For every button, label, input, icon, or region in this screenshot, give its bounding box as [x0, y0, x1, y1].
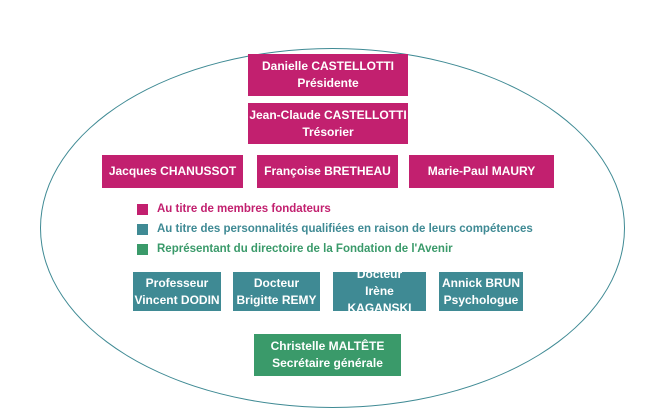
expert-line1: Docteur [356, 267, 403, 281]
president-role: Présidente [297, 76, 359, 90]
member-name: Jacques CHANUSSOT [108, 164, 237, 178]
president-name: Danielle CASTELLOTTI [261, 59, 394, 73]
treasurer-name: Jean-Claude CASTELLOTTI [249, 107, 407, 122]
expert-line2: Irène KAGANSKI [347, 284, 412, 315]
treasurer-role: Trésorier [302, 124, 354, 139]
secretary-role: Secrétaire générale [272, 356, 383, 370]
expert-line2: Vincent DODIN [134, 292, 220, 307]
expert-box-1: Professeur Vincent DODIN [133, 272, 221, 311]
legend-label: Au titre des personnalités qualifiées en… [157, 223, 533, 235]
legend-swatch-directorate [137, 243, 148, 255]
legend-item-qualified: Au titre des personnalités qualifiées en… [137, 223, 533, 235]
member-box-3: Marie-Paul MAURY [409, 155, 554, 188]
member-box-1: Jacques CHANUSSOT [102, 155, 243, 188]
treasurer-box: Jean-Claude CASTELLOTTI Trésorier [248, 103, 408, 144]
legend-swatch-qualified [137, 223, 148, 235]
legend-item-directorate: Représentant du directoire de la Fondati… [137, 243, 453, 255]
legend-label: Au titre de membres fondateurs [157, 203, 331, 215]
president-box: Danielle CASTELLOTTI Présidente [248, 54, 408, 96]
legend-label: Représentant du directoire de la Fondati… [157, 243, 453, 255]
expert-line1: Professeur [145, 275, 209, 290]
secretary-name: Christelle MALTÊTE [270, 339, 385, 353]
expert-line1: Docteur [253, 275, 300, 290]
legend-swatch-founders [137, 203, 148, 215]
board-ellipse-outline [40, 48, 625, 408]
member-box-2: Françoise BRETHEAU [257, 155, 398, 188]
secretary-box: Christelle MALTÊTE Secrétaire générale [254, 334, 401, 376]
expert-box-3: Docteur Irène KAGANSKI [333, 267, 426, 315]
expert-box-4: Annick BRUN Psychologue [439, 272, 523, 311]
expert-line2: Psychologue [443, 292, 519, 307]
expert-box-2: Docteur Brigitte REMY [233, 272, 320, 311]
member-name: Marie-Paul MAURY [427, 164, 536, 178]
expert-line2: Brigitte REMY [236, 292, 317, 307]
expert-line1: Annick BRUN [441, 275, 520, 290]
legend-item-founders: Au titre de membres fondateurs [137, 203, 331, 215]
member-name: Françoise BRETHEAU [264, 164, 391, 178]
